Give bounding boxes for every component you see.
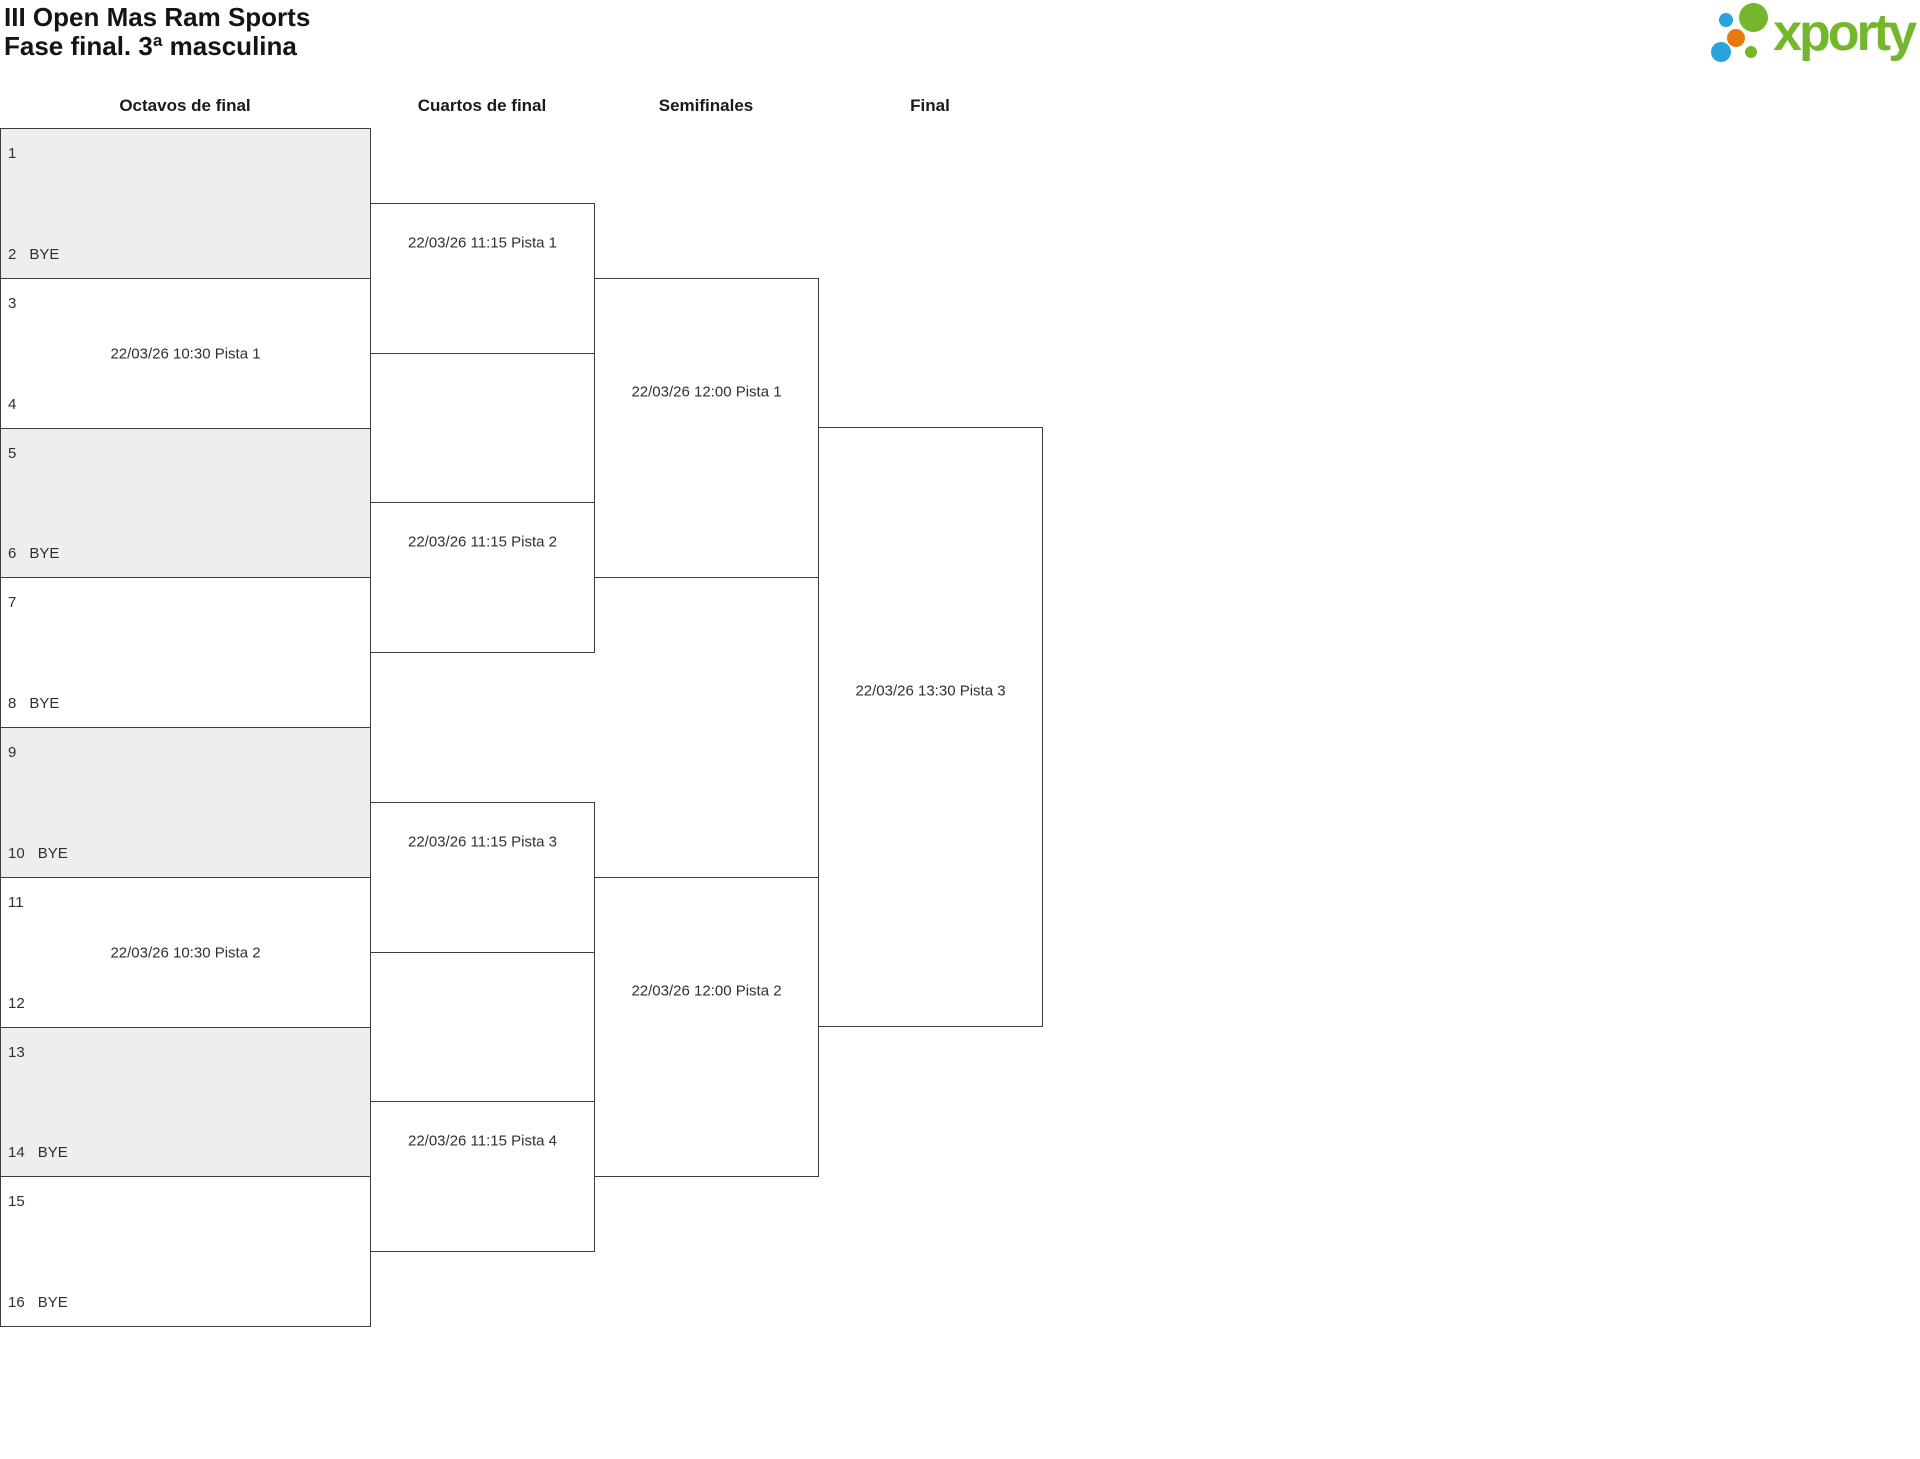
match-box-r16-8[interactable]: 15 16 BYE bbox=[0, 1176, 371, 1327]
match-box-qf-2[interactable]: 22/03/26 11:15 Pista 2 bbox=[370, 502, 595, 653]
match-schedule: 22/03/26 13:30 Pista 3 bbox=[855, 682, 1006, 700]
player-name: BYE bbox=[29, 695, 60, 712]
player-name: BYE bbox=[37, 1294, 68, 1311]
seed-number: 15 bbox=[8, 1193, 25, 1210]
slot-bottom: 8 BYE bbox=[8, 695, 366, 712]
seed-number: 16 bbox=[8, 1294, 25, 1311]
seed-number: 1 bbox=[8, 145, 17, 162]
tournament-title: III Open Mas Ram Sports bbox=[4, 2, 311, 32]
match-box-final[interactable]: 22/03/26 13:30 Pista 3 bbox=[818, 427, 1043, 1027]
slot-top: 11 bbox=[8, 894, 366, 911]
round-header-final: Final bbox=[910, 96, 950, 115]
match-schedule: 22/03/26 11:15 Pista 2 bbox=[407, 533, 557, 550]
title-block: III Open Mas Ram Sports Fase final. 3ª m… bbox=[4, 3, 310, 61]
seed-number: 2 bbox=[8, 246, 17, 263]
seed-number: 8 bbox=[8, 695, 17, 712]
match-box-r16-3[interactable]: 5 6 BYE bbox=[0, 428, 371, 578]
seed-number: 11 bbox=[8, 894, 24, 911]
seed-number: 6 bbox=[8, 545, 17, 562]
player-name: BYE bbox=[37, 1144, 68, 1161]
player-name: BYE bbox=[29, 246, 60, 263]
slot-bottom: 6 BYE bbox=[8, 545, 366, 562]
logo-dot bbox=[1739, 3, 1769, 32]
seed-number: 10 bbox=[8, 845, 25, 862]
match-box-sf-2[interactable]: 22/03/26 12:00 Pista 2 bbox=[594, 877, 819, 1177]
match-schedule: 22/03/26 11:15 Pista 3 bbox=[407, 833, 557, 850]
xporty-logo[interactable]: xporty bbox=[1706, 1, 1917, 67]
match-schedule: 22/03/26 12:00 Pista 2 bbox=[631, 982, 782, 1000]
logo-dot bbox=[1727, 29, 1746, 47]
logo-dot bbox=[1745, 46, 1758, 58]
match-box-qf-4[interactable]: 22/03/26 11:15 Pista 4 bbox=[370, 1101, 595, 1252]
logo-dot bbox=[1719, 13, 1734, 27]
slot-bottom: 16 BYE bbox=[8, 1294, 366, 1311]
slot-bottom: 12 bbox=[8, 995, 366, 1012]
round-header-cuartos: Cuartos de final bbox=[417, 96, 547, 115]
match-box-r16-1[interactable]: 1 2 BYE bbox=[0, 128, 371, 279]
slot-bottom: 10 BYE bbox=[8, 845, 366, 862]
player-name: BYE bbox=[29, 545, 60, 562]
slot-top: 7 bbox=[8, 594, 366, 611]
slot-top: 13 bbox=[8, 1044, 366, 1061]
match-box-r16-5[interactable]: 9 10 BYE bbox=[0, 727, 371, 878]
seed-number: 5 bbox=[8, 445, 17, 462]
match-box-qf-3[interactable]: 22/03/26 11:15 Pista 3 bbox=[370, 802, 595, 953]
match-box-qf-1[interactable]: 22/03/26 11:15 Pista 1 bbox=[370, 203, 595, 354]
match-schedule: 22/03/26 10:30 Pista 2 bbox=[110, 944, 261, 961]
seed-number: 9 bbox=[8, 744, 17, 761]
match-box-r16-2[interactable]: 3 4 22/03/26 10:30 Pista 1 bbox=[0, 278, 371, 429]
phase-subtitle: Fase final. 3ª masculina bbox=[4, 31, 297, 61]
match-schedule: 22/03/26 12:00 Pista 1 bbox=[631, 383, 782, 401]
slot-top: 15 bbox=[8, 1193, 366, 1210]
logo-dot bbox=[1711, 42, 1732, 62]
seed-number: 14 bbox=[8, 1144, 25, 1161]
match-box-sf-1[interactable]: 22/03/26 12:00 Pista 1 bbox=[594, 278, 819, 578]
seed-number: 4 bbox=[8, 396, 17, 413]
match-schedule: 22/03/26 10:30 Pista 1 bbox=[110, 345, 261, 362]
slot-bottom: 2 BYE bbox=[8, 246, 366, 263]
match-schedule: 22/03/26 11:15 Pista 1 bbox=[407, 234, 557, 251]
xporty-logo-dots-icon bbox=[1706, 1, 1769, 67]
match-box-r16-6[interactable]: 11 12 22/03/26 10:30 Pista 2 bbox=[0, 877, 371, 1028]
seed-number: 3 bbox=[8, 295, 17, 312]
seed-number: 13 bbox=[8, 1044, 25, 1061]
slot-top: 1 bbox=[8, 145, 366, 162]
slot-top: 5 bbox=[8, 445, 366, 462]
slot-bottom: 4 bbox=[8, 396, 366, 413]
slot-top: 9 bbox=[8, 744, 366, 761]
round-header-semifinales: Semifinales bbox=[658, 96, 754, 115]
round-header-octavos: Octavos de final bbox=[119, 96, 251, 115]
xporty-logo-text: xporty bbox=[1773, 4, 1917, 62]
match-schedule: 22/03/26 11:15 Pista 4 bbox=[407, 1132, 557, 1149]
seed-number: 12 bbox=[8, 995, 25, 1012]
slot-top: 3 bbox=[8, 295, 366, 312]
match-box-r16-4[interactable]: 7 8 BYE bbox=[0, 577, 371, 728]
match-box-r16-7[interactable]: 13 14 BYE bbox=[0, 1027, 371, 1177]
seed-number: 7 bbox=[8, 594, 17, 611]
player-name: BYE bbox=[37, 845, 68, 862]
slot-bottom: 14 BYE bbox=[8, 1144, 366, 1161]
